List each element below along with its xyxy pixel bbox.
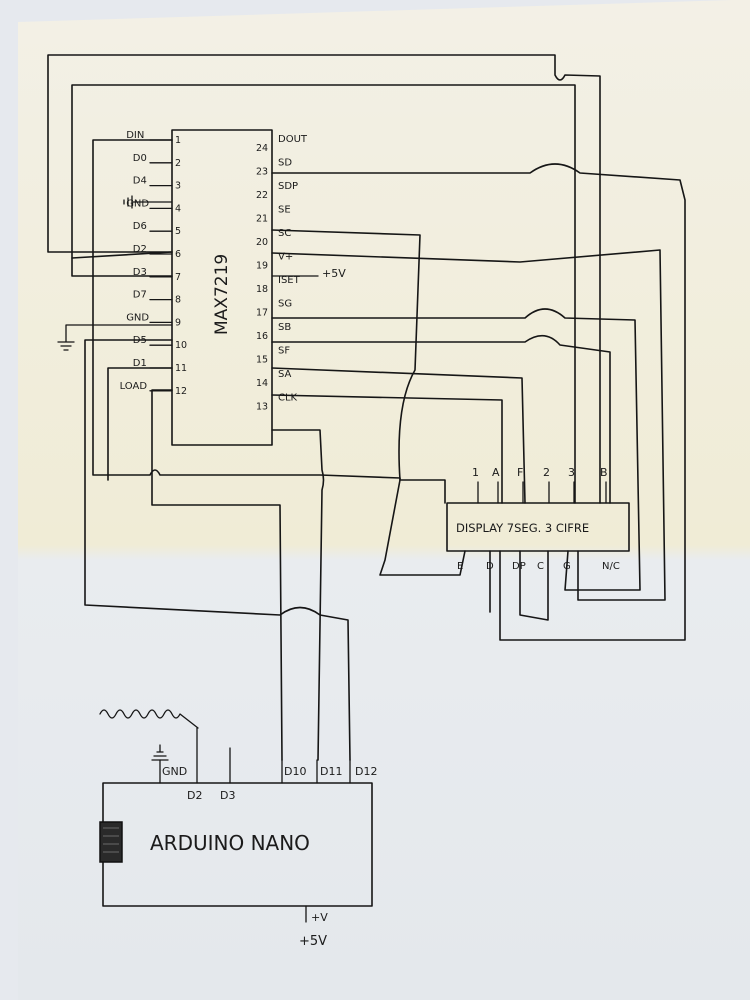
display-pin-label: E <box>457 561 463 572</box>
pin-label: SE <box>278 205 291 216</box>
arduino-pin-d11: D11 <box>320 765 342 778</box>
pin-number: 6 <box>175 249 181 260</box>
pin-number: 24 <box>256 143 268 154</box>
max7219-chip: MAX7219 1DIN2D03D44GND5D66D27D38D79GND10… <box>120 129 346 446</box>
pin-label: D0 <box>133 153 147 164</box>
pin-label: ISET <box>278 275 301 286</box>
arduino-pin-gnd: GND <box>162 765 187 778</box>
ground-icon <box>151 744 169 761</box>
display-pin-label: C <box>537 561 544 572</box>
pin-label: SDP <box>278 181 298 192</box>
pin-label: DIN <box>126 130 144 141</box>
pin-number: 11 <box>175 363 187 374</box>
pin-number: 7 <box>175 272 181 283</box>
pin-number: 1 <box>175 135 181 146</box>
arduino-pin-d12: D12 <box>355 765 377 778</box>
pin-number: 13 <box>256 402 268 413</box>
pin-number: 14 <box>256 378 268 389</box>
pin-number: 16 <box>256 331 268 342</box>
pin-number: 5 <box>175 226 181 237</box>
pin-label: CLK <box>278 393 298 404</box>
ground-icon <box>57 324 173 351</box>
pin-label: D3 <box>133 267 147 278</box>
display-pin-label: A <box>492 466 500 479</box>
pin-label: D7 <box>133 290 147 301</box>
arduino-pin-d10: D10 <box>284 765 306 778</box>
vplus-supply-label: +5V <box>322 267 346 280</box>
arduino-pin-vplus: +V <box>311 911 328 924</box>
pin-label: GND <box>126 312 149 323</box>
max7219-right-pins: 24DOUT23SD22SDP21SE20SC19V+18ISET17SG16S… <box>256 134 308 413</box>
display-body <box>446 502 630 552</box>
display-name: DISPLAY 7SEG. 3 CIFRE <box>456 521 589 535</box>
pin-number: 15 <box>256 355 268 366</box>
max7219-body <box>171 129 273 446</box>
pin-number: 3 <box>175 181 181 192</box>
pin-number: 20 <box>256 237 268 248</box>
wiring <box>47 54 686 761</box>
pin-number: 12 <box>175 386 187 397</box>
pin-label: SA <box>278 369 292 380</box>
pin-label: SF <box>278 346 290 357</box>
pin-number: 22 <box>256 190 268 201</box>
max7219-name: MAX7219 <box>212 254 232 335</box>
pin-number: 2 <box>175 158 181 169</box>
display-pin-label: 2 <box>543 466 550 479</box>
antenna-coil-icon <box>99 709 199 729</box>
pin-number: 8 <box>175 295 181 306</box>
pin-number: 4 <box>175 203 181 214</box>
pin-number: 21 <box>256 214 268 225</box>
pin-label: LOAD <box>120 381 148 392</box>
display-pin-label: F <box>517 466 523 479</box>
display-pin-label: N/C <box>602 561 620 572</box>
pin-label: D6 <box>133 221 147 232</box>
pin-number: 19 <box>256 261 268 272</box>
display-pin-label: 3 <box>568 466 575 479</box>
pin-label: SG <box>278 299 292 310</box>
pin-label: D2 <box>133 244 147 255</box>
arduino-pin-d2: D2 <box>187 789 202 802</box>
pin-number: 9 <box>175 317 181 328</box>
pin-label: GND <box>126 198 149 209</box>
pin-label: SB <box>278 322 291 333</box>
pin-label: SD <box>278 158 292 169</box>
display-pin-label: DP <box>512 561 526 572</box>
arduino-pin-d3: D3 <box>220 789 235 802</box>
arduino-name: ARDUINO NANO <box>150 831 310 855</box>
pin-label: SC <box>278 228 291 239</box>
ground-icon <box>123 195 173 209</box>
pin-label: D1 <box>133 358 147 369</box>
arduino-nano: ARDUINO NANO GND D2 D3 D10 D11 D12 +V +5… <box>99 709 377 949</box>
max7219-left-pins: 1DIN2D03D44GND5D66D27D38D79GND10D511D112… <box>120 130 187 397</box>
pin-number: 18 <box>256 284 268 295</box>
display-pin-label: 1 <box>472 466 479 479</box>
arduino-power-label: +5V <box>299 934 327 949</box>
pin-number: 10 <box>175 340 187 351</box>
pin-number: 23 <box>256 167 268 178</box>
display-pin-label: B <box>600 466 608 479</box>
pin-label: D4 <box>133 176 147 187</box>
pin-label: V+ <box>278 252 293 263</box>
pin-label: DOUT <box>278 134 308 145</box>
pin-number: 17 <box>256 308 268 319</box>
